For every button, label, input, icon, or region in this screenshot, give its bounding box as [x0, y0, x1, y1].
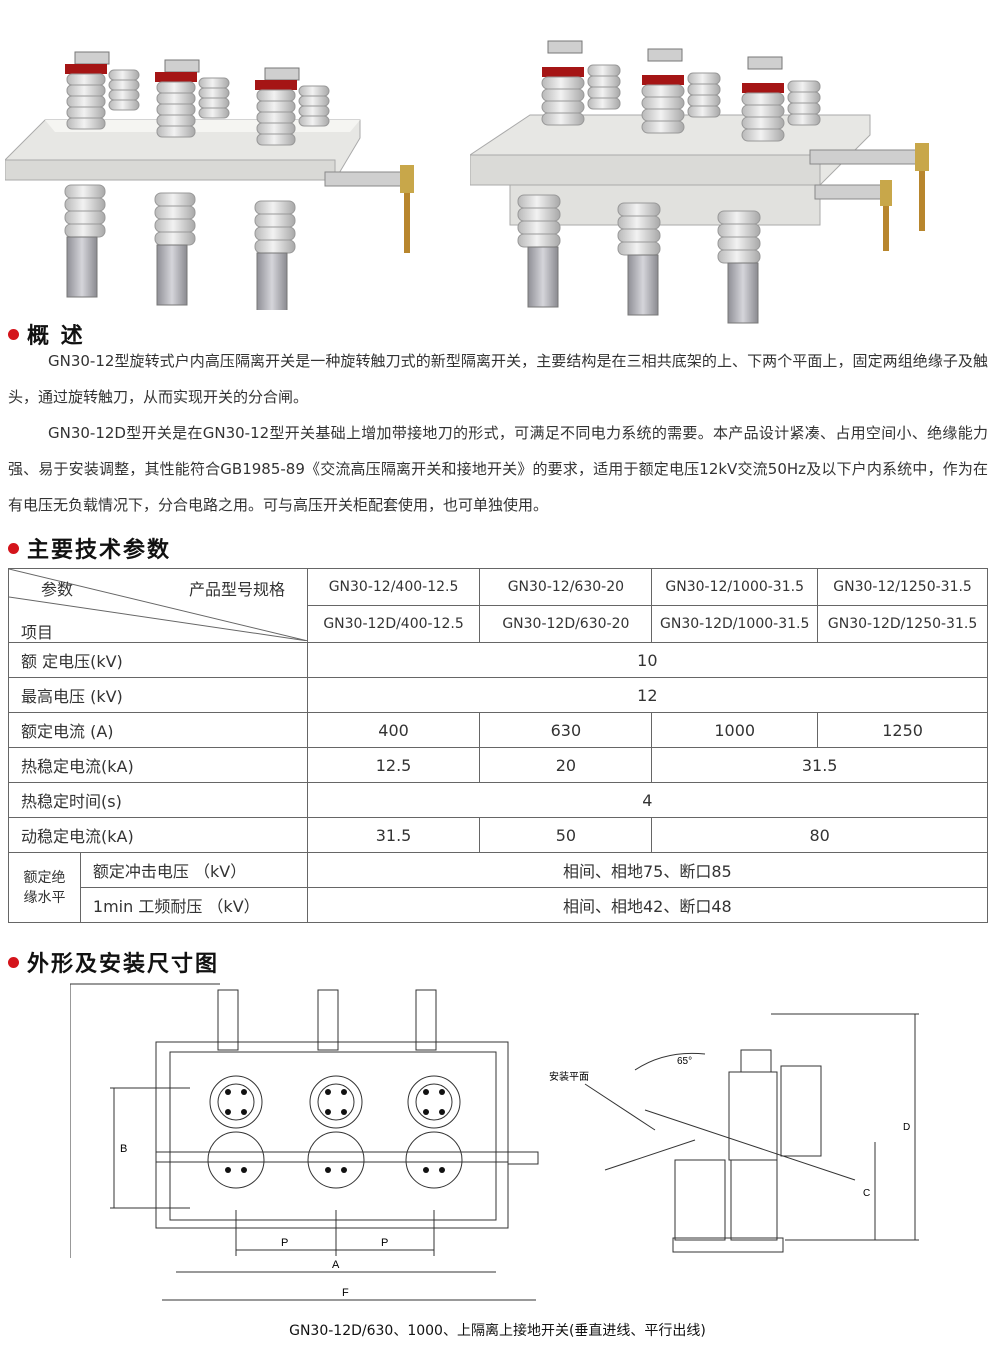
side-view-drawing: 安装平面 65° C D: [549, 1013, 919, 1253]
angle-label: 65°: [677, 1056, 692, 1067]
dim-label-c: C: [863, 1188, 870, 1199]
header-diagonal-lines: [9, 569, 308, 641]
row-value: 20: [479, 747, 653, 783]
insulation-label-line2: 缘水平: [23, 889, 66, 906]
mount-plane-label: 安装平面: [549, 1070, 589, 1083]
insulation-label-line1: 额定绝: [23, 869, 66, 886]
model-cell: GN30-12/400-12.5: [306, 568, 481, 606]
table-row: 额定电流 (A) 400 630 1000 1250: [8, 712, 988, 748]
table-row: 热稳定时间(s) 4: [8, 782, 989, 818]
row-label: 热稳定电流(kA): [8, 747, 308, 783]
row-label: 动稳定电流(kA): [8, 817, 308, 853]
insulation-group-label: 额定绝 缘水平: [8, 852, 81, 923]
overview-title: 概 述: [27, 324, 85, 349]
row-label: 热稳定时间(s): [8, 782, 308, 818]
diagram-caption: GN30-12D/630、1000、上隔离上接地开关(垂直进线、平行出线): [289, 1323, 706, 1339]
row-value: 12: [306, 677, 989, 713]
product-photo-gn30-12: [5, 51, 414, 310]
row-value: 400: [306, 712, 481, 748]
row-value: 12.5: [306, 747, 481, 783]
header-param: 参数: [41, 580, 74, 599]
row-value: 630: [479, 712, 653, 748]
model-cell: GN30-12D/630-20: [479, 605, 653, 643]
overview-paragraph-1: GN30-12型旋转式户内高压隔离开关是一种旋转触刀式的新型隔离开关，主要结构是…: [8, 352, 988, 406]
overview-paragraph-2: GN30-12D型开关是在GN30-12型开关基础上增加带接地刀的形式，可满足不…: [8, 424, 988, 514]
model-cell: GN30-12/1250-31.5: [817, 568, 988, 606]
row-value: 相间、相地75、断口85: [306, 852, 989, 888]
row-value: 50: [479, 817, 653, 853]
row-value: 10: [306, 642, 989, 678]
table-row: 动稳定电流(kA) 31.5 50 80: [8, 817, 988, 853]
row-label: 最高电压 (kV): [8, 677, 308, 713]
row-label: 1min 工频耐压 （kV）: [79, 887, 308, 923]
bullet-icon: [8, 542, 19, 554]
row-value: 1250: [817, 712, 988, 748]
row-label: 额定冲击电压 （kV）: [79, 852, 308, 888]
table-row: 热稳定电流(kA) 12.5 20 31.5: [8, 747, 988, 783]
row-value: 4: [306, 782, 989, 818]
table-row: 额定绝 缘水平 额定冲击电压 （kV） 相间、相地75、断口85: [8, 852, 989, 923]
product-photo-gn30-12d: [470, 40, 929, 324]
params-heading: 主要技术参数: [8, 532, 171, 564]
dim-label-p: P: [381, 1237, 388, 1249]
model-cell: GN30-12/1000-31.5: [651, 568, 819, 606]
model-cell: GN30-12/630-20: [479, 568, 653, 606]
dimensions-title: 外形及安装尺寸图: [27, 952, 220, 977]
model-cell: GN30-12D/400-12.5: [306, 605, 481, 643]
row-label: 额定电流 (A): [8, 712, 308, 748]
table-row: 最高电压 (kV) 12: [8, 677, 989, 713]
table-row: 额 定电压(kV) 10: [8, 642, 989, 678]
header-model: 产品型号规格: [189, 580, 286, 599]
dim-label-b: B: [120, 1143, 127, 1155]
row-value: 31.5: [306, 817, 481, 853]
bullet-icon: [8, 328, 19, 340]
table-row: 1min 工频耐压 （kV） 相间、相地42、断口48: [9, 887, 989, 923]
header-item: 项目: [21, 623, 54, 642]
overview-text: GN30-12型旋转式户内高压隔离开关是一种旋转触刀式的新型隔离开关，主要结构是…: [8, 343, 988, 523]
dimensions-heading: 外形及安装尺寸图: [8, 946, 219, 978]
dim-label-p: P: [281, 1237, 288, 1249]
overview-heading: 概 述: [8, 318, 85, 350]
row-label: 额 定电压(kV): [8, 642, 308, 678]
table-corner-header: 参数 产品型号规格 项目: [8, 568, 308, 643]
model-cell: GN30-12D/1250-31.5: [817, 605, 988, 643]
row-value: 1000: [651, 712, 819, 748]
dim-label-d: D: [903, 1122, 910, 1133]
row-value: 相间、相地42、断口48: [306, 887, 989, 923]
row-value: 80: [651, 817, 988, 853]
row-value: 31.5: [651, 747, 988, 783]
dim-label-f: F: [342, 1287, 349, 1299]
params-title: 主要技术参数: [27, 538, 172, 563]
dim-label-a: A: [332, 1259, 340, 1271]
model-cell: GN30-12D/1000-31.5: [651, 605, 819, 643]
spec-table: 参数 产品型号规格 项目 GN30-12/400-12.5 GN30-12/63…: [8, 568, 989, 923]
front-view-drawing: E B P P A F: [70, 983, 539, 1301]
bullet-icon: [8, 956, 19, 968]
